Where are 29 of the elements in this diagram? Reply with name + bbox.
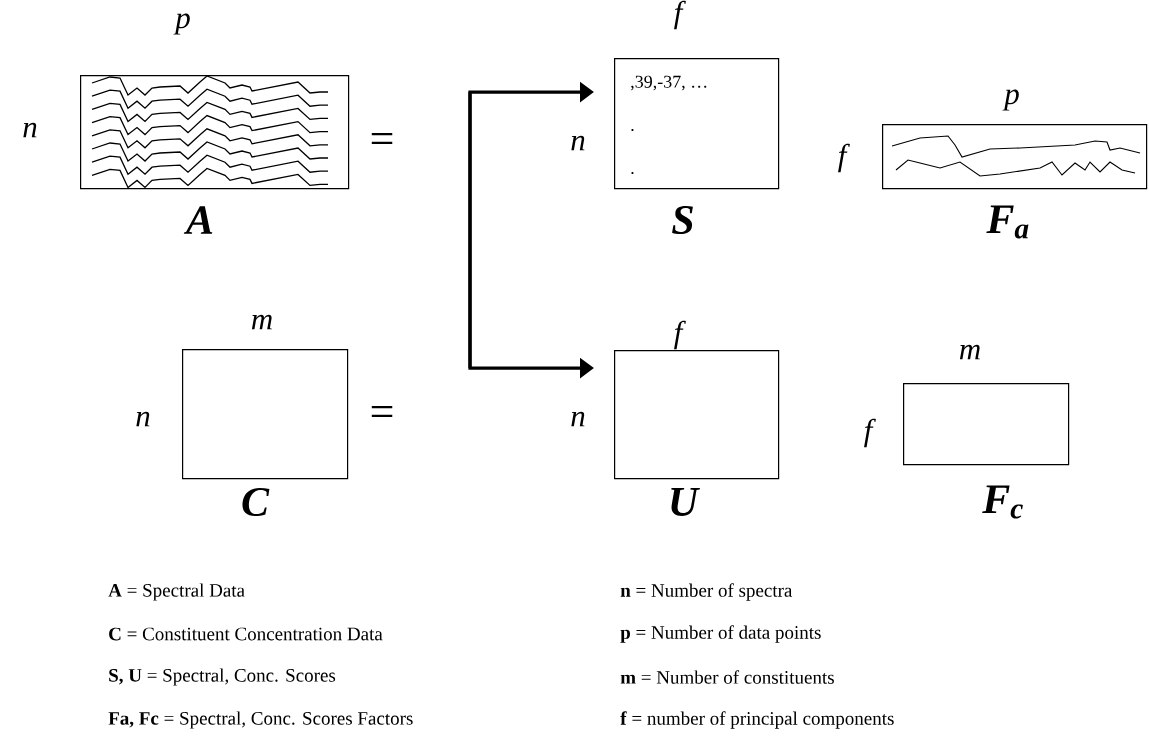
dimension-label: p bbox=[173, 13, 190, 35]
dimension-label: n bbox=[571, 135, 585, 151]
matrix-entry: . bbox=[631, 171, 634, 175]
matrix-name: F$_{a}$ bbox=[986, 205, 1029, 239]
dimension-label: f bbox=[674, 0, 686, 30]
dimension-label: f bbox=[864, 418, 876, 448]
definition-text: n = Number of spectra bbox=[620, 583, 793, 601]
dimension-label: f bbox=[674, 320, 686, 350]
matrix-name: S bbox=[672, 205, 693, 235]
matrix-name: U bbox=[671, 488, 700, 516]
matrix-name: C bbox=[242, 487, 270, 517]
matrix-entry: . bbox=[631, 128, 634, 132]
matrix-name: F$_{c}$ bbox=[982, 485, 1023, 519]
matrix-name: A bbox=[183, 206, 213, 234]
definition-text: A = Spectral Data bbox=[108, 583, 245, 601]
matrix-entry: ,39,-37, … bbox=[630, 75, 707, 91]
definition-text: p = Number of data points bbox=[620, 625, 821, 643]
definition-text: f = number of principal components bbox=[620, 711, 894, 729]
definition-text: S, U = Spectral, Conc. Scores bbox=[109, 668, 336, 686]
dimension-label: f bbox=[838, 143, 850, 173]
dimension-label: n bbox=[136, 411, 150, 427]
dimension-label: n bbox=[23, 122, 37, 138]
definition-text: m = Number of constituents bbox=[620, 670, 834, 684]
dimension-label: m bbox=[251, 314, 272, 330]
definition-text: Fa, Fc = Spectral, Conc. Scores Factors bbox=[108, 711, 413, 729]
definition-text: C = Constituent Concentration Data bbox=[109, 627, 383, 641]
dimension-label: n bbox=[571, 411, 585, 427]
dimension-label: m bbox=[959, 344, 980, 360]
dimension-label: p bbox=[1002, 89, 1019, 111]
